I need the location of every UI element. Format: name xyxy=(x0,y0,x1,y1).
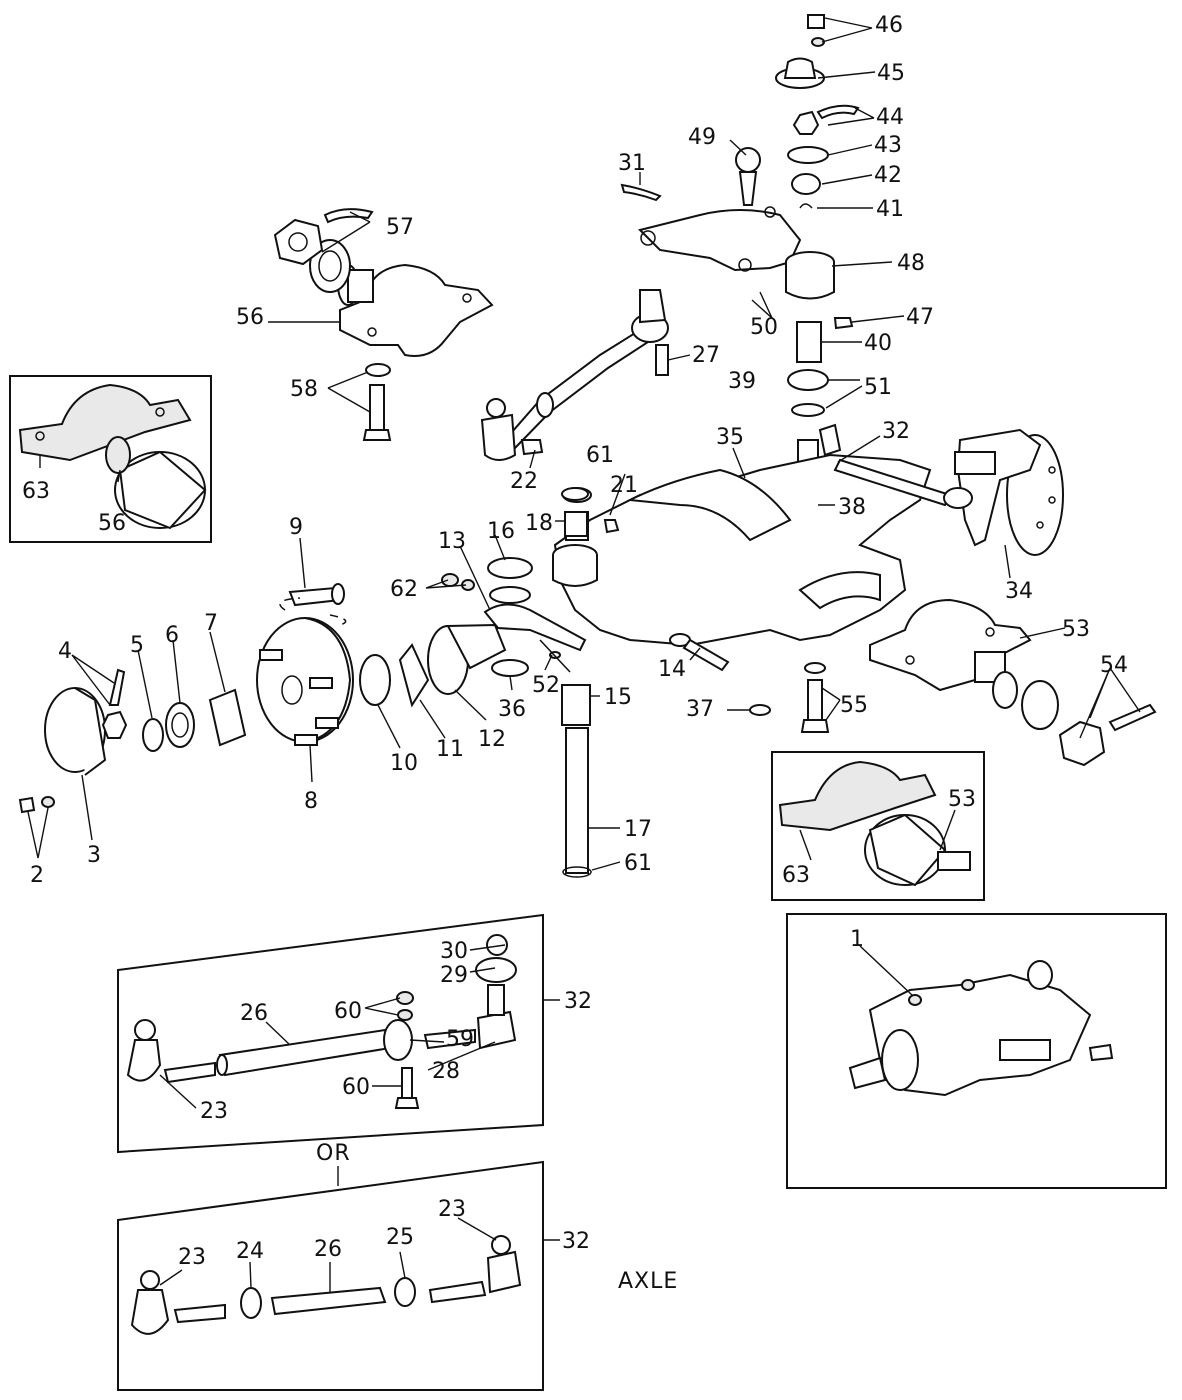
callout-2: 2 xyxy=(30,863,44,888)
axle-main-body xyxy=(483,453,932,673)
callout-28: 28 xyxy=(432,1059,460,1084)
callout-63-inset-right: 63 xyxy=(782,863,810,888)
callout-47: 47 xyxy=(906,305,934,330)
callout-29: 29 xyxy=(440,963,468,988)
callout-30: 30 xyxy=(440,939,468,964)
callout-25: 25 xyxy=(386,1225,414,1250)
callout-15: 15 xyxy=(604,685,632,710)
callout-48: 48 xyxy=(897,251,925,276)
callout-44: 44 xyxy=(876,105,904,130)
callout-3: 3 xyxy=(87,843,101,868)
callout-53-inset-right: 53 xyxy=(948,787,976,812)
callout-39: 39 xyxy=(728,369,756,394)
callout-32-upper: 32 xyxy=(882,419,910,444)
callout-5: 5 xyxy=(130,633,144,658)
diagram-title: AXLE xyxy=(618,1269,678,1294)
callout-7: 7 xyxy=(204,611,218,636)
callout-31: 31 xyxy=(618,151,646,176)
callout-57: 57 xyxy=(386,215,414,240)
callout-38: 38 xyxy=(838,495,866,520)
callout-56: 56 xyxy=(236,305,264,330)
callout-50: 50 xyxy=(750,315,778,340)
pivot-bracket-right xyxy=(800,598,1157,767)
callout-60-box1-bottom: 60 xyxy=(342,1075,370,1100)
callout-60-box1-top: 60 xyxy=(334,999,362,1024)
callout-61-lower: 61 xyxy=(624,851,652,876)
variant-separator-label: OR xyxy=(316,1141,351,1166)
callout-52: 52 xyxy=(532,673,560,698)
callout-51: 51 xyxy=(864,375,892,400)
callout-34: 34 xyxy=(1005,579,1033,604)
pivot-tube-and-bushing xyxy=(561,487,771,878)
inset-assembled-axle xyxy=(786,913,1167,1189)
callout-54: 54 xyxy=(1100,653,1128,678)
callout-41: 41 xyxy=(876,197,904,222)
callout-1: 1 xyxy=(850,927,864,952)
callout-9: 9 xyxy=(289,515,303,540)
callout-58: 58 xyxy=(290,377,318,402)
callout-53: 53 xyxy=(1062,617,1090,642)
callout-26-box1: 26 xyxy=(240,1001,268,1026)
leader-lines xyxy=(27,17,1141,1292)
callout-59: 59 xyxy=(446,1027,474,1052)
callout-26-box2: 26 xyxy=(314,1237,342,1262)
callout-40: 40 xyxy=(864,331,892,356)
callout-23-box2-left: 23 xyxy=(178,1245,206,1270)
callout-13: 13 xyxy=(438,529,466,554)
callout-18: 18 xyxy=(525,511,553,536)
callout-4: 4 xyxy=(58,639,72,664)
pivot-bracket-upper xyxy=(273,208,494,441)
callout-6: 6 xyxy=(165,623,179,648)
callout-32-box2: 32 xyxy=(562,1229,590,1254)
callout-17: 17 xyxy=(624,817,652,842)
callout-27: 27 xyxy=(692,343,720,368)
callout-45: 45 xyxy=(877,61,905,86)
callout-62: 62 xyxy=(390,577,418,602)
callout-55: 55 xyxy=(840,693,868,718)
callout-14: 14 xyxy=(658,657,686,682)
callout-24: 24 xyxy=(236,1239,264,1264)
callout-46: 46 xyxy=(875,13,903,38)
callout-43: 43 xyxy=(874,133,902,158)
callout-16: 16 xyxy=(487,519,515,544)
callout-labels: 46 45 44 43 42 41 48 47 49 31 50 40 39 5… xyxy=(22,13,1128,1294)
tie-rod-variant-box-1 xyxy=(117,913,544,1154)
callout-10: 10 xyxy=(390,751,418,776)
callout-22: 22 xyxy=(510,469,538,494)
callout-21: 21 xyxy=(610,473,638,498)
callout-12: 12 xyxy=(478,727,506,752)
left-hub-exploded xyxy=(18,557,533,814)
tie-rod-variant-box-2 xyxy=(117,1160,544,1391)
right-spindle-hub xyxy=(818,423,1064,556)
callout-32-box1: 32 xyxy=(564,989,592,1014)
callout-61-upper: 61 xyxy=(586,443,614,468)
callout-63-inset-left: 63 xyxy=(22,479,50,504)
inset-pivot-mount-left xyxy=(9,375,212,543)
callout-35: 35 xyxy=(716,425,744,450)
callout-23-box1: 23 xyxy=(200,1099,228,1124)
inset-pivot-mount-right xyxy=(771,751,985,901)
callout-37: 37 xyxy=(686,697,714,722)
callout-23-box2-right: 23 xyxy=(438,1197,466,1222)
callout-56-inset-left: 56 xyxy=(98,511,126,536)
callout-8: 8 xyxy=(304,789,318,814)
steering-arm-assembly xyxy=(480,147,835,461)
callout-42: 42 xyxy=(874,163,902,188)
callout-49: 49 xyxy=(688,125,716,150)
callout-36: 36 xyxy=(498,697,526,722)
callout-11: 11 xyxy=(436,737,464,762)
